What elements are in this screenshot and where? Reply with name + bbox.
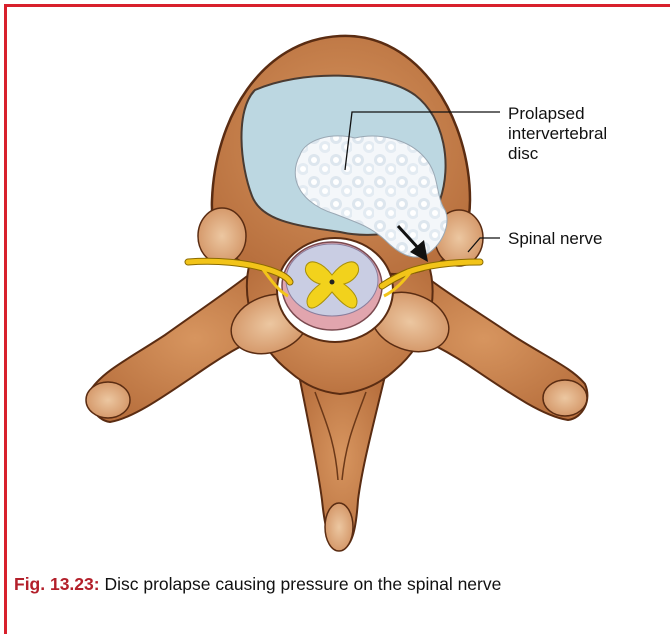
left-pedicle [198, 208, 246, 264]
label-disc-line3: disc [508, 144, 607, 164]
figure-number: Fig. 13.23: [14, 574, 100, 594]
label-prolapsed-disc: Prolapsed intervertebral disc [508, 104, 607, 164]
label-disc-line1: Prolapsed [508, 104, 607, 124]
label-spinal-nerve: Spinal nerve [508, 229, 603, 249]
right-transverse-tip [543, 380, 587, 416]
label-disc-line2: intervertebral [508, 124, 607, 144]
left-transverse-tip [86, 382, 130, 418]
figure-caption-text: Disc prolapse causing pressure on the sp… [100, 574, 502, 594]
figure-caption: Fig. 13.23: Disc prolapse causing pressu… [14, 572, 664, 596]
spinous-tip [325, 503, 353, 551]
central-canal [330, 280, 335, 285]
